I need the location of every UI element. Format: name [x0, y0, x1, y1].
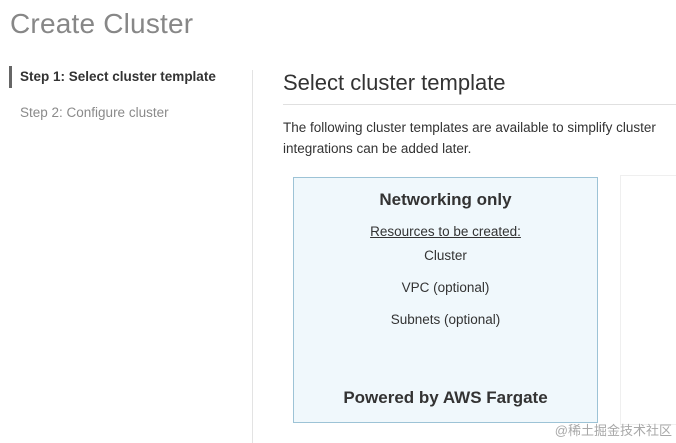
resources-heading: Resources to be created:: [370, 224, 521, 239]
section-description: The following cluster templates are avai…: [283, 120, 656, 156]
vertical-divider: [252, 70, 253, 443]
resource-list: Cluster VPC (optional) Subnets (optional…: [294, 247, 597, 343]
section-title: Select cluster template: [283, 70, 676, 105]
main-content: Select cluster template The following cl…: [283, 70, 676, 159]
template-card-partial[interactable]: [620, 175, 676, 425]
template-card-title: Networking only: [379, 190, 512, 209]
watermark: @稀土掘金技术社区: [554, 423, 672, 438]
template-card-footer: Powered by AWS Fargate: [343, 388, 548, 407]
step-configure-cluster[interactable]: Step 2: Configure cluster: [20, 105, 169, 120]
step-select-template[interactable]: Step 1: Select cluster template: [9, 66, 244, 88]
resource-item-cluster: Cluster: [424, 248, 467, 263]
page-title: Create Cluster: [10, 8, 194, 39]
template-card-networking-only[interactable]: Networking only Resources to be created:…: [293, 177, 598, 423]
resource-item-vpc: VPC (optional): [401, 280, 490, 295]
wizard-steps: Step 1: Select cluster template Step 2: …: [9, 66, 244, 138]
resource-item-subnets: Subnets (optional): [390, 312, 501, 327]
